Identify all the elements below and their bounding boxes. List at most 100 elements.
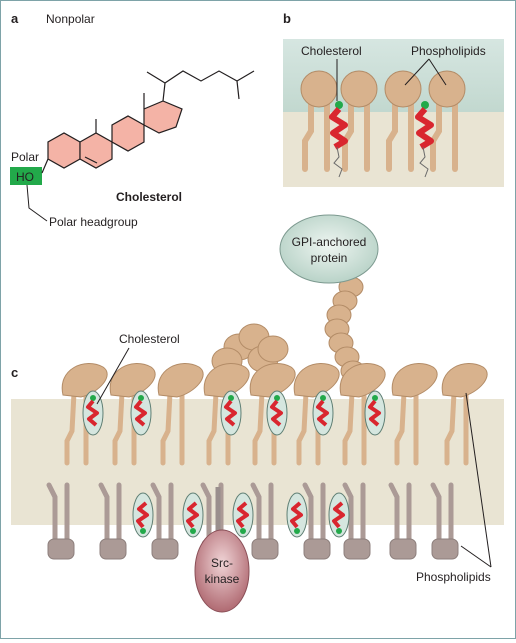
polar-headgroup-label: Polar headgroup (49, 215, 138, 229)
panel-c-phospholipids-label: Phospholipids (416, 570, 491, 584)
panel-c-cholesterol-leader (96, 347, 130, 405)
cholesterol-side-chain (333, 146, 343, 178)
src-kinase (194, 529, 250, 613)
cholesterol-hydroxyl (140, 528, 146, 534)
cholesterol-hydroxyl (294, 528, 300, 534)
panel-b: b Cholesterol Phospholipids (283, 11, 504, 187)
cholesterol-hydroxyl (228, 395, 234, 401)
phospholipid-tail (394, 390, 407, 466)
cholesterol-ring-system (136, 501, 149, 529)
panel-b-letter: b (283, 11, 291, 26)
nonpolar-label: Nonpolar (46, 12, 95, 26)
phospholipid-head (391, 363, 438, 398)
cholesterol-ring-system (332, 501, 345, 529)
double-bond (84, 156, 98, 164)
phospholipid-head (61, 363, 108, 398)
panel-b-cholesterol-label: Cholesterol (301, 44, 362, 58)
gpi-label-line2: protein (311, 251, 348, 265)
cholesterol-pill (182, 492, 204, 538)
phospholipid-tail (302, 102, 314, 172)
phospholipid-tail (342, 482, 354, 544)
glycolipid-head-blob (257, 335, 289, 363)
lower-leaflet-cholesterols (132, 492, 350, 538)
phospholipid-head (47, 538, 75, 560)
phospholipid-tail (444, 390, 457, 466)
phospholipid-tail (112, 390, 125, 466)
phospholipid-tail (302, 482, 314, 544)
cholesterol-hydroxyl (372, 395, 378, 401)
polar-label: Polar (11, 150, 39, 164)
upper-leaflet-phospholipids (61, 363, 488, 466)
cholesterol-hydroxyl (335, 101, 343, 109)
cholesterol-pill (220, 390, 242, 436)
phospholipid-head (431, 538, 459, 560)
phospholipid-tail (342, 102, 354, 172)
cholesterol-ring-system (368, 399, 381, 427)
headgroup-leader (26, 184, 48, 222)
panel-b-cholesterols (329, 101, 434, 178)
phospholipid-tail (386, 102, 398, 172)
panel-c-phospho-leader-upper (465, 392, 492, 568)
panel-b-phospho-leader-2 (428, 58, 447, 86)
phospholipid-head (339, 363, 386, 398)
phospholipid-tail (252, 390, 265, 466)
phospholipid-tail (296, 390, 309, 466)
cholesterol-hydroxyl (90, 395, 96, 401)
phospholipid-tail (46, 482, 58, 544)
phospholipid-tail (98, 482, 110, 544)
ring-a (47, 132, 81, 169)
panel-c-letter: c (11, 365, 18, 380)
side-chain-methyl-26 (236, 70, 255, 82)
phospholipid-head (343, 538, 371, 560)
cholesterol-ring-system (134, 399, 147, 427)
cholesterol-rings (47, 100, 183, 169)
cholesterol-hydroxyl (190, 528, 196, 534)
phospholipid-head (99, 538, 127, 560)
cholesterol-hydroxyl (320, 395, 326, 401)
hydroxyl-label: HO (16, 170, 34, 184)
cholesterol-side-chain (419, 146, 429, 178)
panel-a: a Nonpolar Polar HO Polar headgroup Chol… (10, 11, 255, 229)
cholesterol-ring-system (290, 501, 303, 529)
gpi-anchored-protein (279, 214, 379, 284)
cholesterol-pill (130, 390, 152, 436)
cholesterol-hydroxyl (138, 395, 144, 401)
cholesterol-pill (266, 390, 288, 436)
cholesterol-ring-system (236, 501, 249, 529)
cholesterol-pill (328, 492, 350, 538)
phospholipid-tail (430, 102, 442, 172)
cholesterol-hydroxyl (240, 528, 246, 534)
phospholipid-head (151, 538, 179, 560)
hydroxyl-box (10, 167, 42, 185)
cholesterol-ring-system (186, 501, 199, 529)
panel-c-cholesterol-label: Cholesterol (119, 332, 180, 346)
phospholipid-head (428, 70, 466, 108)
phospholipid-head (293, 363, 340, 398)
cholesterol-ring-system (224, 399, 237, 427)
cholesterol-pill (312, 390, 334, 436)
phospholipid-head (384, 70, 422, 108)
cholesterol-pill (364, 390, 386, 436)
cholesterol-ring-system (329, 107, 348, 150)
ring-d (143, 100, 183, 134)
ring-c (111, 115, 145, 152)
panel-a-letter: a (11, 11, 19, 26)
phospholipid-tail (342, 390, 355, 466)
panel-c: c GPI-anchored protein Src- kinase Chole… (11, 214, 504, 613)
phospholipid-tail (64, 390, 77, 466)
panel-b-phospholipids-label: Phospholipids (411, 44, 486, 58)
cholesterol-hydroxyl (274, 395, 280, 401)
cholesterol-name: Cholesterol (116, 190, 182, 204)
phospholipid-tail (150, 482, 162, 544)
cholesterol-pill (286, 492, 308, 538)
phospholipid-tail (200, 482, 212, 544)
cholesterol-pill (232, 492, 254, 538)
cholesterol-hydroxyl (336, 528, 342, 534)
cholesterol-ring-system (316, 399, 329, 427)
panel-b-phospho-leader-1 (404, 58, 430, 86)
panel-b-phospholipids (300, 70, 466, 172)
phospholipid-head (300, 70, 338, 108)
src-label-line2: kinase (205, 572, 240, 586)
phospholipid-head (441, 363, 488, 398)
